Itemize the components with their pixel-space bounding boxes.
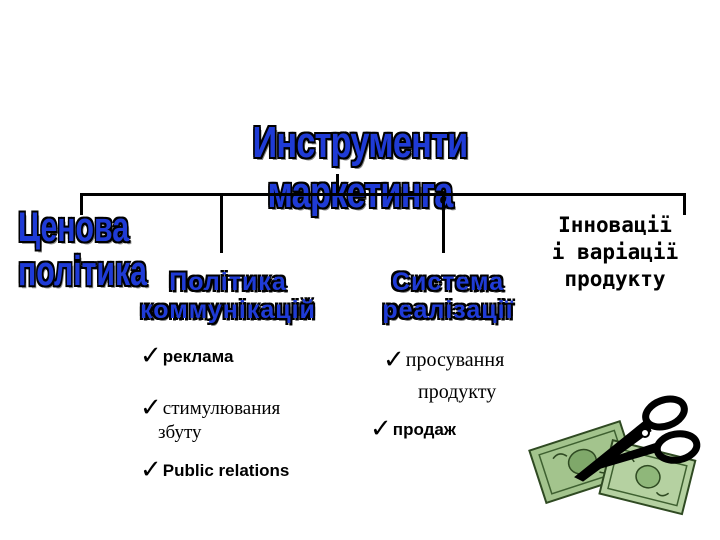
- connector-communications: [220, 193, 223, 253]
- distribution-item-text: просування: [405, 349, 505, 371]
- check-icon: ✓: [370, 414, 392, 444]
- distribution-item: ✓просування: [383, 347, 505, 373]
- communications-item: ✓реклама: [140, 343, 234, 369]
- price-policy-heading: Ценова політика: [18, 205, 147, 293]
- check-icon: ✓: [383, 345, 405, 375]
- communications-item-text: Public relations: [162, 461, 290, 480]
- communications-item-text: стимулювания: [162, 398, 281, 419]
- communications-item: ✓стимулювания: [140, 395, 281, 421]
- product-innovation-line1: Інновації: [558, 213, 672, 237]
- price-policy-line2: політика: [18, 247, 147, 294]
- connector-title-stem: [336, 174, 339, 194]
- distribution-heading-line1: Система: [391, 268, 505, 296]
- connector-distribution: [442, 193, 445, 253]
- distribution-item-continuation: продукту: [418, 381, 497, 403]
- product-innovation-line3: продукту: [564, 267, 666, 291]
- distribution-heading: Система реалізації: [348, 268, 548, 324]
- check-icon: ✓: [140, 455, 162, 485]
- communications-item-continuation: збуту: [158, 422, 202, 443]
- communications-heading-line2: коммунікацій: [140, 296, 316, 324]
- distribution-heading-line2: реалізації: [382, 296, 514, 324]
- distribution-item: ✓продаж: [370, 416, 456, 442]
- connector-product: [683, 193, 686, 215]
- price-policy-line1: Ценова: [18, 203, 130, 250]
- check-icon: ✓: [140, 393, 162, 423]
- communications-item-text: реклама: [162, 347, 234, 366]
- connector-horizontal: [80, 193, 685, 196]
- diagram-title: Инструменти маркетинга: [252, 118, 469, 217]
- connector-price: [80, 193, 83, 215]
- communications-item: ✓Public relations: [140, 457, 290, 483]
- communications-heading: Політика коммунікацій: [128, 268, 328, 324]
- distribution-item-text: продаж: [392, 420, 456, 439]
- scissors-icon: [574, 395, 701, 482]
- product-innovation-line2: і варіації: [551, 240, 679, 264]
- check-icon: ✓: [140, 341, 162, 371]
- product-innovation-heading: Інновації і варіації продукту: [540, 212, 690, 293]
- communications-heading-line1: Політика: [169, 268, 287, 296]
